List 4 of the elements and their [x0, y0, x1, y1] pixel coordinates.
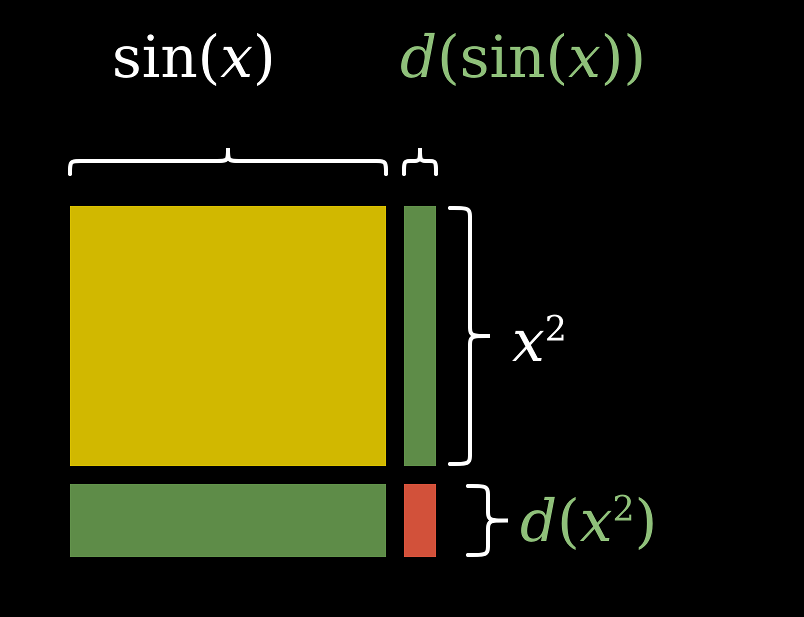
- math-label: x$^{2}$: [512, 312, 567, 370]
- math-label: d(sin(x)): [400, 28, 646, 86]
- math-label: sin(x): [112, 28, 276, 86]
- math-label: d(x$^{2}$): [520, 492, 658, 550]
